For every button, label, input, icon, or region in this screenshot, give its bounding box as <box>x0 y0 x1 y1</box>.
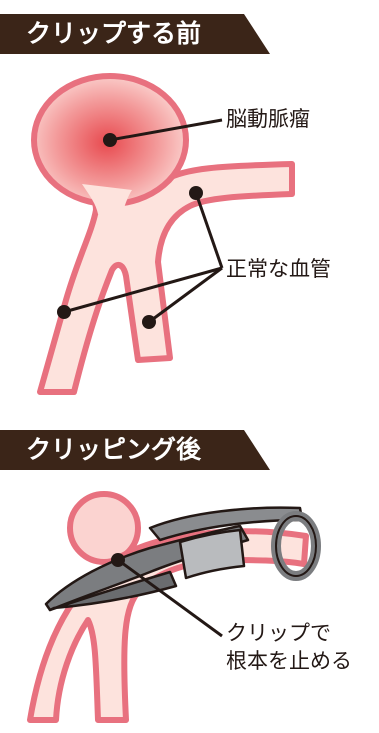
label-normal-vessels: 正常な血管 <box>226 256 331 282</box>
diagram-before-clipping <box>0 0 379 400</box>
diagram-after-clipping <box>0 470 379 730</box>
section-title-after: クリッピング後 <box>26 430 201 470</box>
section-banner-after: クリッピング後 <box>0 430 270 470</box>
label-clip-line2: 根本を止める <box>226 648 352 674</box>
label-aneurysm: 脳動脈瘤 <box>226 106 310 132</box>
label-clip-line1: クリップで <box>226 620 331 646</box>
